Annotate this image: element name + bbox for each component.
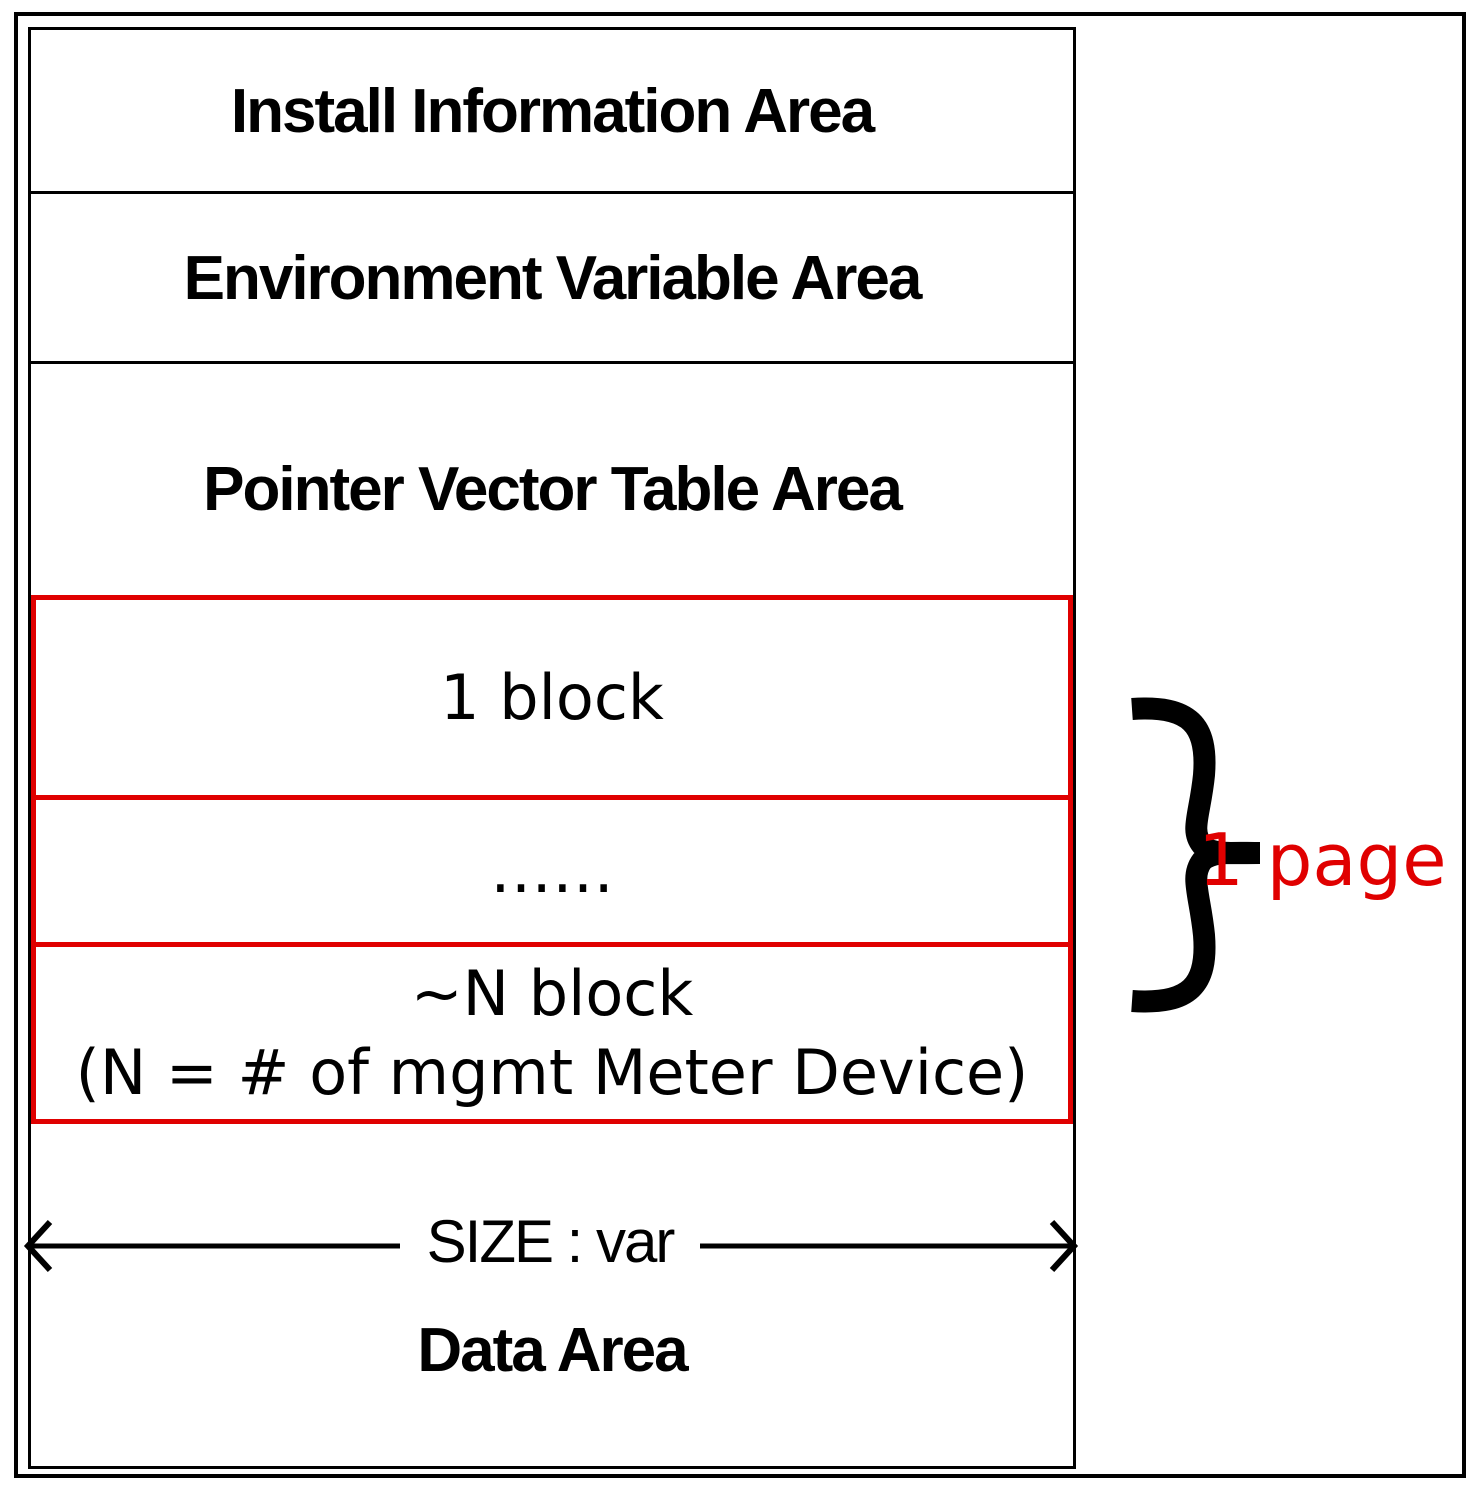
pointer-vector-table-area-label: Pointer Vector Table Area <box>203 454 903 524</box>
size-label: SIZE : var <box>400 1204 700 1280</box>
data-area-label: Data Area <box>417 1315 688 1385</box>
block-last-title: ~N block <box>410 956 694 1030</box>
environment-variable-area: Environment Variable Area <box>28 194 1076 362</box>
block-first: 1 block <box>31 600 1073 795</box>
right-curly-brace-icon <box>1131 697 1261 1013</box>
outer-frame <box>14 12 1466 1478</box>
install-information-area: Install Information Area <box>28 30 1076 192</box>
install-information-area-label: Install Information Area <box>230 76 875 146</box>
block-ellipsis: …… <box>31 800 1073 942</box>
environment-variable-area-label: Environment Variable Area <box>183 243 923 313</box>
divider <box>28 191 1076 194</box>
memory-layout-column <box>28 27 1076 1469</box>
page-label: 1 page <box>1198 818 1447 902</box>
block-ellipsis-label: …… <box>490 834 614 908</box>
block-first-label: 1 block <box>440 660 664 734</box>
data-area: Data Area <box>28 1300 1076 1400</box>
block-box-last <box>31 942 1073 1124</box>
block-last: ~N block (N = # of mgmt Meter Device) <box>31 947 1073 1119</box>
divider <box>28 361 1076 364</box>
pointer-vector-table-area: Pointer Vector Table Area <box>28 364 1076 614</box>
block-last-note: (N = # of mgmt Meter Device) <box>75 1036 1029 1109</box>
